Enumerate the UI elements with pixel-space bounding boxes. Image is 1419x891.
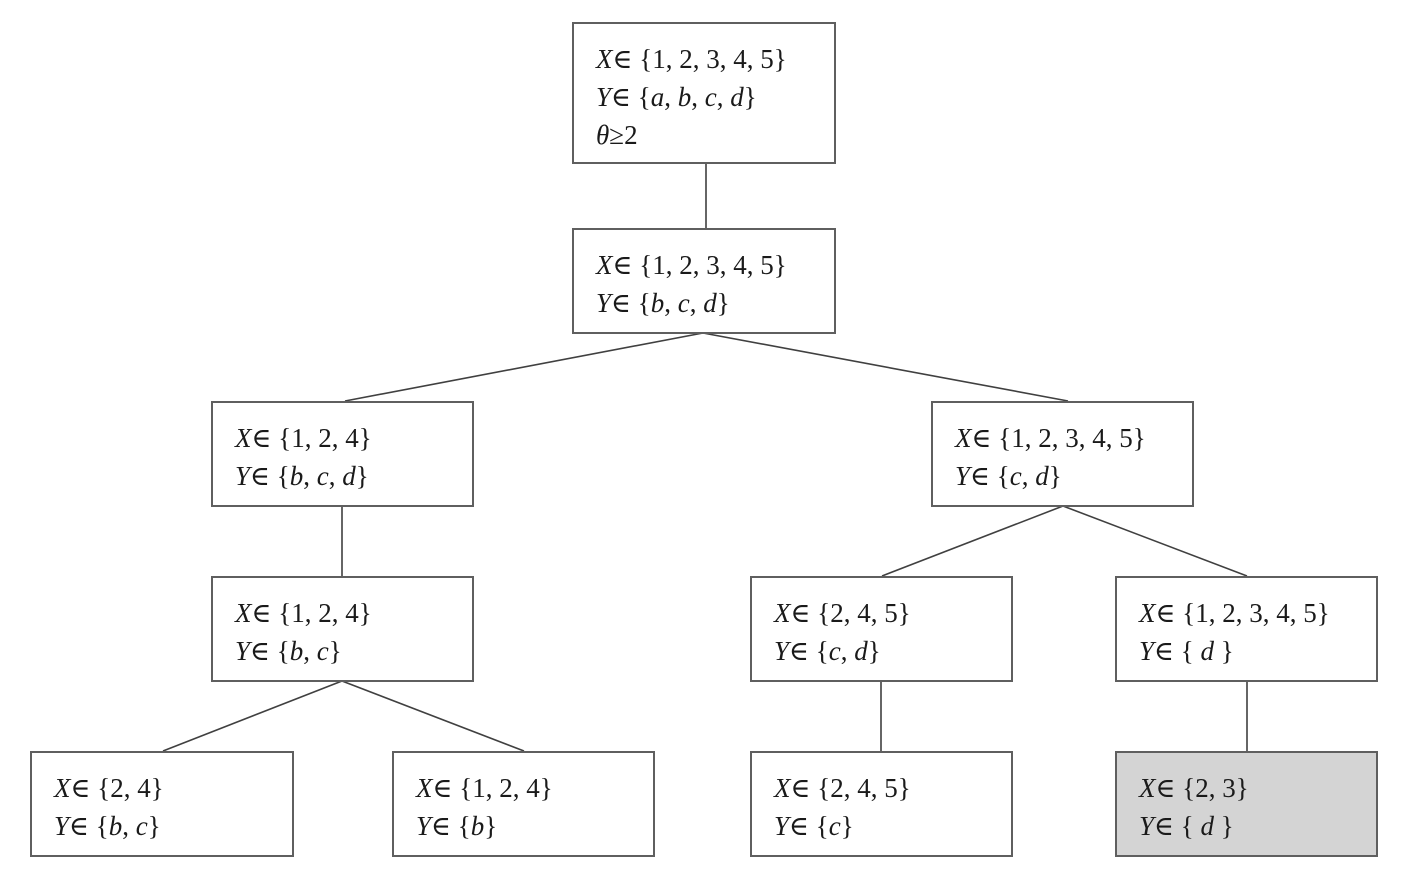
node-line-y-domain: Y∈ {b, c, d}	[596, 288, 730, 318]
edge-n2-n4	[702, 332, 1069, 402]
node-line-x-domain: X∈ {1, 2, 3, 4, 5}	[596, 44, 787, 74]
node-line-y-domain: Y∈ {c, d}	[955, 461, 1062, 491]
node-line-x-domain: X∈ {2, 4}	[54, 773, 164, 803]
node-line-y-domain: Y∈ { d }	[1139, 811, 1234, 841]
tree-node-7: X∈ {1, 2, 3, 4, 5} Y∈ { d }	[1115, 576, 1378, 682]
edge-n5-n9	[341, 680, 525, 752]
node-line-x-domain: X∈ {1, 2, 3, 4, 5}	[1139, 598, 1330, 628]
tree-node-3: X∈ {1, 2, 4} Y∈ {b, c, d}	[211, 401, 474, 507]
node-line-x-domain: X∈ {1, 2, 4}	[235, 598, 372, 628]
node-line-theta-constraint: θ≥2	[596, 120, 638, 150]
node-line-y-domain: Y∈ {a, b, c, d}	[596, 82, 757, 112]
edge-n4-n7	[1062, 505, 1248, 577]
node-line-y-domain: Y∈ {b, c}	[235, 636, 342, 666]
node-line-x-domain: X∈ {1, 2, 3, 4, 5}	[955, 423, 1146, 453]
node-line-y-domain: Y∈ {b, c, d}	[235, 461, 369, 491]
tree-node-5: X∈ {1, 2, 4} Y∈ {b, c}	[211, 576, 474, 682]
edge-n4-n6	[881, 505, 1064, 577]
tree-node-4: X∈ {1, 2, 3, 4, 5} Y∈ {c, d}	[931, 401, 1194, 507]
edge-n5-n8	[162, 680, 343, 752]
tree-node-8: X∈ {2, 4} Y∈ {b, c}	[30, 751, 294, 857]
tree-node-11-highlighted: X∈ {2, 3} Y∈ { d }	[1115, 751, 1378, 857]
node-line-x-domain: X∈ {1, 2, 4}	[235, 423, 372, 453]
node-line-x-domain: X∈ {2, 3}	[1139, 773, 1249, 803]
tree-node-6: X∈ {2, 4, 5} Y∈ {c, d}	[750, 576, 1013, 682]
tree-node-10: X∈ {2, 4, 5} Y∈ {c}	[750, 751, 1013, 857]
tree-node-2: X∈ {1, 2, 3, 4, 5} Y∈ {b, c, d}	[572, 228, 836, 334]
node-line-x-domain: X∈ {2, 4, 5}	[774, 598, 911, 628]
node-line-y-domain: Y∈ {c, d}	[774, 636, 881, 666]
tree-node-9: X∈ {1, 2, 4} Y∈ {b}	[392, 751, 655, 857]
node-line-x-domain: X∈ {2, 4, 5}	[774, 773, 911, 803]
node-line-y-domain: Y∈ {b}	[416, 811, 498, 841]
tree-node-root: X∈ {1, 2, 3, 4, 5} Y∈ {a, b, c, d} θ≥2	[572, 22, 836, 164]
edge-n2-n3	[344, 332, 704, 402]
node-line-y-domain: Y∈ { d }	[1139, 636, 1234, 666]
node-line-y-domain: Y∈ {c}	[774, 811, 854, 841]
node-line-y-domain: Y∈ {b, c}	[54, 811, 161, 841]
node-line-x-domain: X∈ {1, 2, 4}	[416, 773, 553, 803]
node-line-x-domain: X∈ {1, 2, 3, 4, 5}	[596, 250, 787, 280]
